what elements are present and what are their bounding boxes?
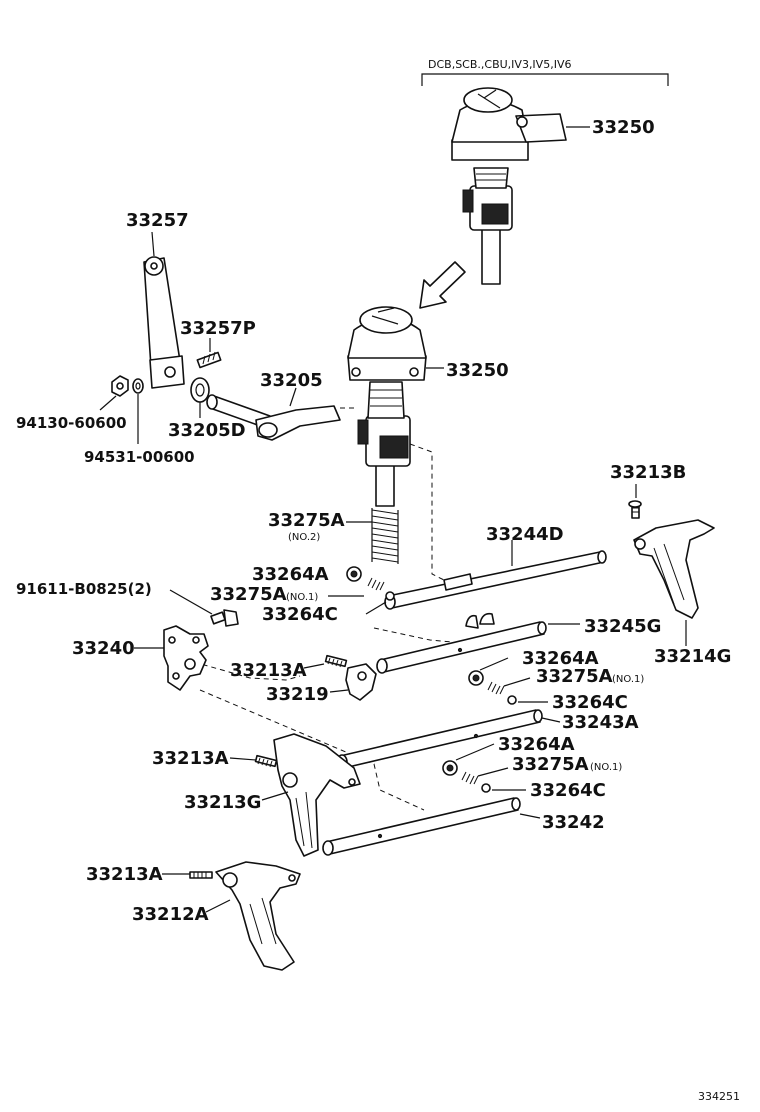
spring-33275A-3[interactable] — [461, 771, 479, 785]
label-33257: 33257 — [126, 210, 189, 231]
label-33250-top: 33250 — [592, 117, 655, 138]
label-33264C-3: 33264C — [530, 780, 606, 801]
label-no1-3: (NO.1) — [590, 762, 622, 773]
label-33275A-spring: 33275A — [268, 510, 345, 531]
bracket-33240[interactable] — [163, 625, 209, 691]
label-33213A-1: 33213A — [230, 660, 307, 681]
spring-33275A-2[interactable] — [487, 681, 505, 695]
label-33213A-2: 33213A — [152, 748, 229, 769]
screw-33213B[interactable] — [628, 500, 642, 519]
label-33250: 33250 — [446, 360, 509, 381]
label-33275A-2: 33275A — [536, 666, 613, 687]
plug-33264A-2[interactable] — [468, 670, 484, 686]
shift-fork-shaft-33245G[interactable] — [376, 612, 547, 674]
label-no2: (NO.2) — [288, 532, 320, 543]
label-33264C-1: 33264C — [262, 604, 338, 625]
shift-head-33219[interactable] — [345, 663, 377, 701]
label-33213A-3: 33213A — [86, 864, 163, 885]
select-spring[interactable] — [371, 508, 399, 564]
nut-94130[interactable] — [111, 375, 129, 397]
label-33243A: 33243A — [562, 712, 639, 733]
label-33264A-2: 33264A — [522, 648, 599, 669]
label-33205D: 33205D — [168, 420, 246, 441]
label-no1-1: (NO.1) — [286, 592, 318, 603]
pin-33213A-1[interactable] — [324, 654, 348, 668]
shift-fork-33213G[interactable] — [273, 733, 361, 857]
label-33257P: 33257P — [180, 318, 256, 339]
label-33213G: 33213G — [184, 792, 261, 813]
label-33264A-3: 33264A — [498, 734, 575, 755]
label-33275A-3: 33275A — [512, 754, 589, 775]
label-33205: 33205 — [260, 370, 323, 391]
ball-33264C-2[interactable] — [507, 695, 517, 705]
label-no1-2: (NO.1) — [612, 674, 644, 685]
shift-fork-33214G[interactable] — [633, 519, 715, 619]
label-33214G: 33214G — [654, 646, 731, 667]
diagram-code: 334251 — [698, 1090, 740, 1103]
ball-33264C-3[interactable] — [481, 783, 491, 793]
label-33242: 33242 — [542, 812, 605, 833]
pin-33213A-3[interactable] — [189, 871, 213, 879]
label-33264C-2: 33264C — [552, 692, 628, 713]
bolt-91611[interactable] — [210, 609, 239, 627]
label-33240: 33240 — [72, 638, 135, 659]
direction-arrow — [419, 261, 466, 309]
shift-lever-housing[interactable] — [347, 306, 427, 507]
ball-33264C-1[interactable] — [385, 591, 395, 601]
shift-lever-33257[interactable] — [143, 256, 185, 389]
label-94531: 94531-00600 — [84, 448, 195, 466]
shift-fork-shaft-33244D[interactable] — [384, 550, 607, 610]
label-33212A: 33212A — [132, 904, 209, 925]
plug-33264A-3[interactable] — [442, 760, 458, 776]
label-91611: 91611-B0825(2) — [16, 580, 152, 598]
shift-fork-shaft-33242[interactable] — [322, 797, 521, 856]
shift-lever-housing-upper[interactable] — [451, 87, 567, 285]
pin-33213A-2[interactable] — [254, 754, 278, 768]
pin-33257P[interactable] — [196, 351, 222, 369]
shift-fork-33212A[interactable] — [215, 861, 301, 971]
label-33264A-1: 33264A — [252, 564, 329, 585]
plug-33264A-1[interactable] — [346, 566, 362, 582]
washer-94531[interactable] — [132, 378, 144, 394]
washer-33205D[interactable] — [190, 377, 210, 403]
lever-shaft-33205[interactable] — [206, 394, 341, 441]
label-94130: 94130-60600 — [16, 414, 127, 432]
label-33219: 33219 — [266, 684, 329, 705]
spring-33275A-1[interactable] — [367, 577, 385, 591]
label-33213B: 33213B — [610, 462, 686, 483]
variant-bracket: DCB,SCB.,CBU,IV3,IV5,IV6 — [421, 58, 669, 86]
label-33275A-1: 33275A — [210, 584, 287, 605]
label-33245G: 33245G — [584, 616, 661, 637]
label-33244D: 33244D — [486, 524, 564, 545]
variant-note: DCB,SCB.,CBU,IV3,IV5,IV6 — [428, 58, 571, 71]
